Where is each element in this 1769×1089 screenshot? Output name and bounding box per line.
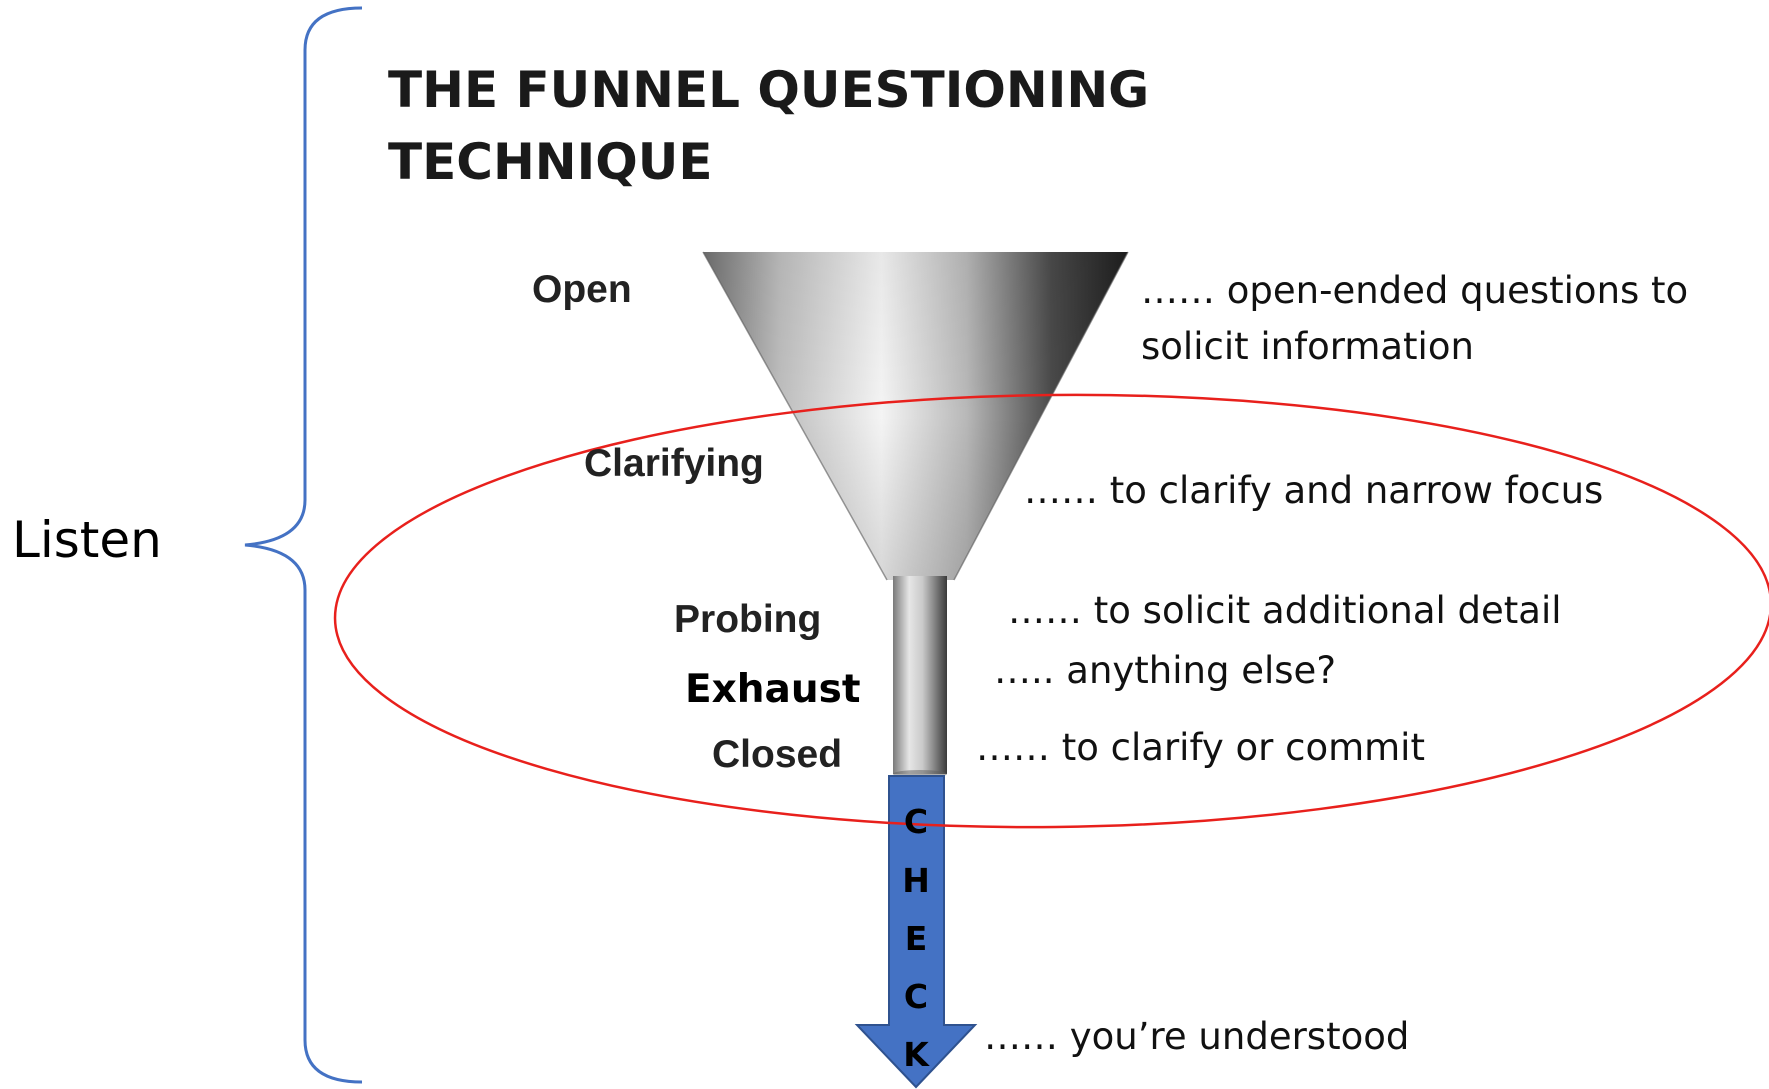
stage-label-clarifying: Clarifying	[584, 442, 764, 485]
funnel-spout	[893, 576, 947, 774]
stage-label-open: Open	[532, 268, 632, 311]
listen-brace	[244, 6, 363, 1084]
diagram-title-line2: TECHNIQUE	[388, 133, 713, 191]
stage-label-closed: Closed	[712, 733, 843, 776]
description-open-line2: solicit information	[1141, 325, 1474, 368]
description-probing: …… to solicit additional detail	[1008, 589, 1562, 632]
funnel-cone-edge	[702, 251, 1129, 581]
description-closed: …… to clarify or commit	[976, 726, 1425, 769]
listen-label: Listen	[12, 511, 162, 569]
check-letter-h: H	[902, 861, 930, 900]
check-letter-e: E	[904, 919, 928, 958]
check-letter-k: K	[903, 1035, 929, 1074]
stage-label-probing: Probing	[674, 598, 822, 641]
description-check: …… you’re understood	[984, 1015, 1410, 1058]
description-clarifying: …… to clarify and narrow focus	[1024, 469, 1604, 512]
diagram-title-line1: THE FUNNEL QUESTIONING	[388, 61, 1150, 119]
check-letter-c2: C	[903, 977, 929, 1016]
check-arrow	[854, 775, 978, 1089]
funnel-cone-shading	[703, 252, 1128, 580]
description-exhaust: ….. anything else?	[994, 649, 1336, 692]
stage-label-exhaust: Exhaust	[685, 667, 861, 712]
description-open-line1: …… open-ended questions to	[1141, 269, 1689, 312]
check-letter-c1: C	[903, 802, 929, 841]
focus-ellipse-shape	[333, 393, 1769, 829]
